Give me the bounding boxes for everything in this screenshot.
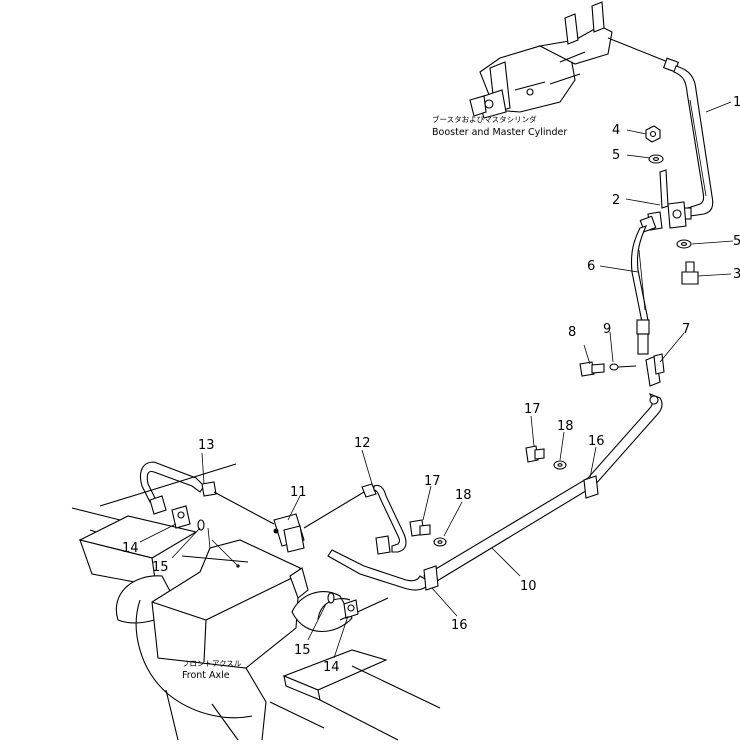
tee-11 [273, 513, 305, 553]
booster-master-cylinder [469, 1, 669, 119]
callout-7: 7 [682, 322, 690, 337]
callout-10: 10 [520, 579, 537, 594]
callout-8: 8 [568, 325, 576, 340]
callouts: 1 2 3 4 5 5 6 7 8 9 10 11 12 13 14 14 15… [122, 95, 740, 675]
callout-3: 3 [733, 267, 740, 282]
callout-16-lower: 16 [451, 618, 468, 633]
bolt-3 [681, 261, 699, 285]
callout-2: 2 [612, 193, 620, 208]
bracket-7 [645, 353, 665, 387]
callout-15-left: 15 [152, 560, 169, 575]
callout-17-lower: 17 [424, 474, 441, 489]
axle-caption-jp: フロントアクスル [182, 659, 242, 668]
washer-18-upper [553, 460, 567, 470]
callout-16-upper: 16 [588, 434, 605, 449]
washer-9 [609, 363, 637, 371]
axle-caption-en: Front Axle [182, 670, 230, 681]
callout-12: 12 [354, 436, 371, 451]
connector-14-right [343, 599, 359, 619]
tube-13 [139, 461, 275, 525]
callout-5-upper: 5 [612, 148, 620, 163]
washer-5-upper [648, 154, 664, 164]
callout-4: 4 [612, 123, 620, 138]
bolt-8 [579, 361, 605, 377]
callout-14-right: 14 [323, 660, 340, 675]
callout-14-left: 14 [122, 541, 139, 556]
connector-14-left [171, 505, 191, 529]
hose-1 [662, 57, 714, 220]
clip-16-lower [423, 565, 439, 591]
callout-9: 9 [603, 322, 611, 337]
washer-5-lower [676, 239, 692, 249]
callout-18-lower: 18 [455, 488, 472, 503]
callout-18-upper: 18 [557, 419, 574, 434]
callout-5-lower: 5 [733, 234, 740, 249]
callout-11: 11 [290, 485, 307, 500]
bolt-17-upper [525, 445, 545, 463]
booster-caption-jp: ブースタおよびマスタシリンダ [432, 114, 537, 124]
o-ring-15-left [197, 519, 205, 531]
hose-6 [630, 215, 657, 355]
o-ring-15-right [327, 592, 335, 604]
callout-15-right: 15 [294, 643, 311, 658]
bolt-17-lower [409, 519, 431, 537]
tube-12 [303, 483, 407, 555]
booster-caption-en: Booster and Master Cylinder [432, 127, 567, 138]
front-axle [71, 463, 441, 741]
callout-1: 1 [733, 95, 740, 110]
callout-6: 6 [587, 259, 595, 274]
clip-16-upper [583, 475, 599, 499]
leader-lines [139, 101, 734, 659]
nut-4 [645, 125, 661, 143]
callout-17-upper: 17 [524, 402, 541, 417]
washer-18-lower [433, 537, 447, 547]
callout-13: 13 [198, 438, 215, 453]
